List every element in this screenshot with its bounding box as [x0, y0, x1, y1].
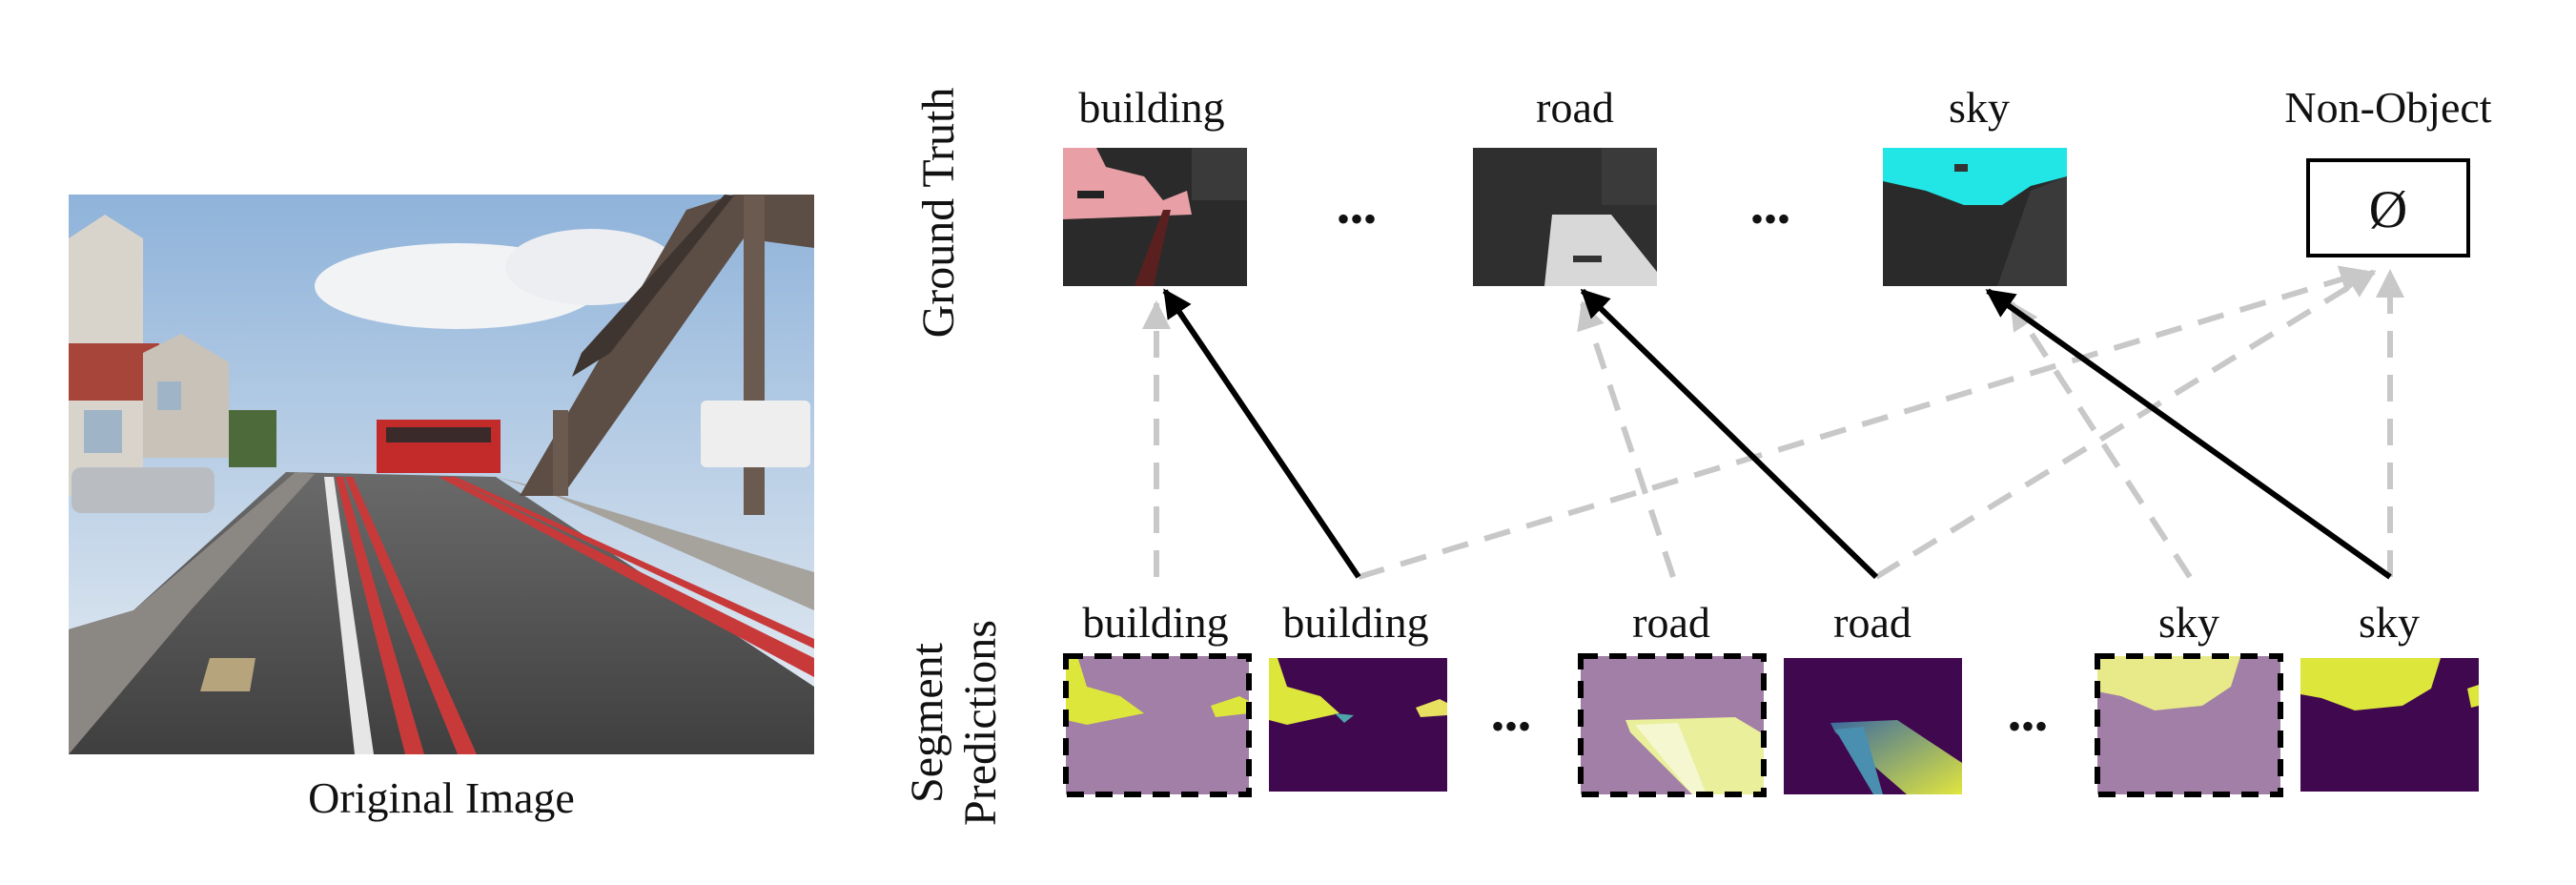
pred-mask-building-heatmap — [1269, 658, 1447, 792]
pred-label-building-1: building — [1082, 598, 1228, 647]
pred-mask-sky-overlay — [2095, 653, 2283, 797]
pred-mask-road-overlay — [1578, 653, 1767, 797]
arrow-pred-sky-heatmap-to-gt-sky — [1985, 288, 2392, 580]
pred-ellipsis-2: ••• — [2008, 705, 2048, 748]
pred-mask-sky-heatmap — [2300, 658, 2479, 792]
gt-label-building: building — [1078, 83, 1224, 132]
gt-mask-building — [1063, 148, 1247, 286]
arrow-pred-sky-overlay-to-gt-sky — [2009, 300, 2193, 579]
pred-label-road-2: road — [1833, 598, 1912, 647]
ground-truth-row-label: Ground Truth — [913, 88, 964, 339]
original-image — [69, 195, 814, 754]
pred-mask-road-heatmap — [1784, 658, 1962, 794]
pred-ellipsis-1: ••• — [1491, 705, 1531, 748]
gt-label-sky: sky — [1949, 83, 2010, 132]
arrow-pred-road-overlay-to-gt-road — [1577, 300, 1676, 578]
pred-label-sky-2: sky — [2359, 598, 2420, 647]
gt-ellipsis-2: ••• — [1750, 197, 1790, 240]
gt-ellipsis-1: ••• — [1337, 197, 1377, 240]
arrow-pred-road-heatmap-to-gt-road — [1580, 288, 1879, 580]
matching-arrows — [1142, 265, 2404, 580]
gt-label-non-object: Non-Object — [2284, 83, 2491, 132]
null-set-symbol: Ø — [2369, 180, 2407, 239]
pred-label-sky-1: sky — [2158, 598, 2219, 647]
arrow-pred-building-heatmap-to-non-object — [1358, 265, 2369, 580]
pred-mask-building-overlay — [1063, 653, 1252, 797]
original-image-caption: Original Image — [308, 773, 575, 822]
gt-mask-sky — [1883, 148, 2067, 286]
pred-label-road-1: road — [1632, 598, 1710, 647]
gt-mask-road — [1473, 148, 1657, 286]
arrow-pred-building-heatmap-to-gt-building — [1162, 288, 1361, 579]
segment-predictions-row-label-line2: Predictions — [955, 620, 1006, 826]
arrow-pred-road-heatmap-to-non-object — [1874, 269, 2377, 580]
gt-label-road: road — [1536, 83, 1614, 132]
pred-label-building-2: building — [1282, 598, 1428, 647]
gt-non-object-box: Ø — [2306, 158, 2470, 257]
segment-predictions-row-label-line1: Segment — [902, 642, 952, 803]
